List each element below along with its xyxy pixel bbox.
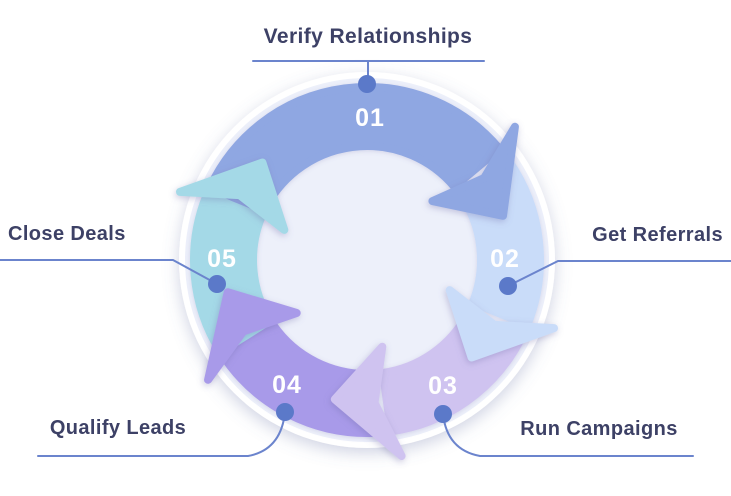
step-labels: Verify Relationships Get Referrals Run C… — [8, 25, 723, 440]
arrow-head-05 — [176, 158, 289, 234]
connector-dot-03 — [434, 405, 452, 423]
connector-dot-05 — [208, 275, 226, 293]
arrow-band-01 — [206, 83, 504, 216]
step-numbers: 01 02 03 04 05 — [207, 104, 520, 400]
step-label-close-deals: Close Deals — [8, 223, 126, 245]
step-number-02: 02 — [490, 245, 520, 273]
connector-dot-01 — [358, 75, 376, 93]
step-number-05: 05 — [207, 245, 237, 273]
step-number-04: 04 — [272, 371, 302, 399]
step-label-qualify-leads: Qualify Leads — [50, 417, 186, 439]
connector-dot-04 — [276, 403, 294, 421]
step-label-get-referrals: Get Referrals — [592, 224, 723, 246]
label-connectors — [0, 60, 731, 457]
connector-line-02 — [507, 260, 731, 287]
step-label-run-campaigns: Run Campaigns — [520, 418, 677, 440]
connector-line-05 — [0, 259, 218, 285]
arrow-head-03 — [330, 342, 406, 460]
arrow-head-01 — [428, 122, 519, 220]
connector-dot-02 — [499, 277, 517, 295]
arrow-heads — [176, 122, 558, 460]
step-number-03: 03 — [428, 372, 458, 400]
step-label-verify-relationships: Verify Relationships — [264, 25, 473, 48]
arrow-head-04 — [204, 288, 301, 384]
step-number-01: 01 — [355, 104, 385, 132]
arrow-head-02 — [445, 286, 558, 362]
